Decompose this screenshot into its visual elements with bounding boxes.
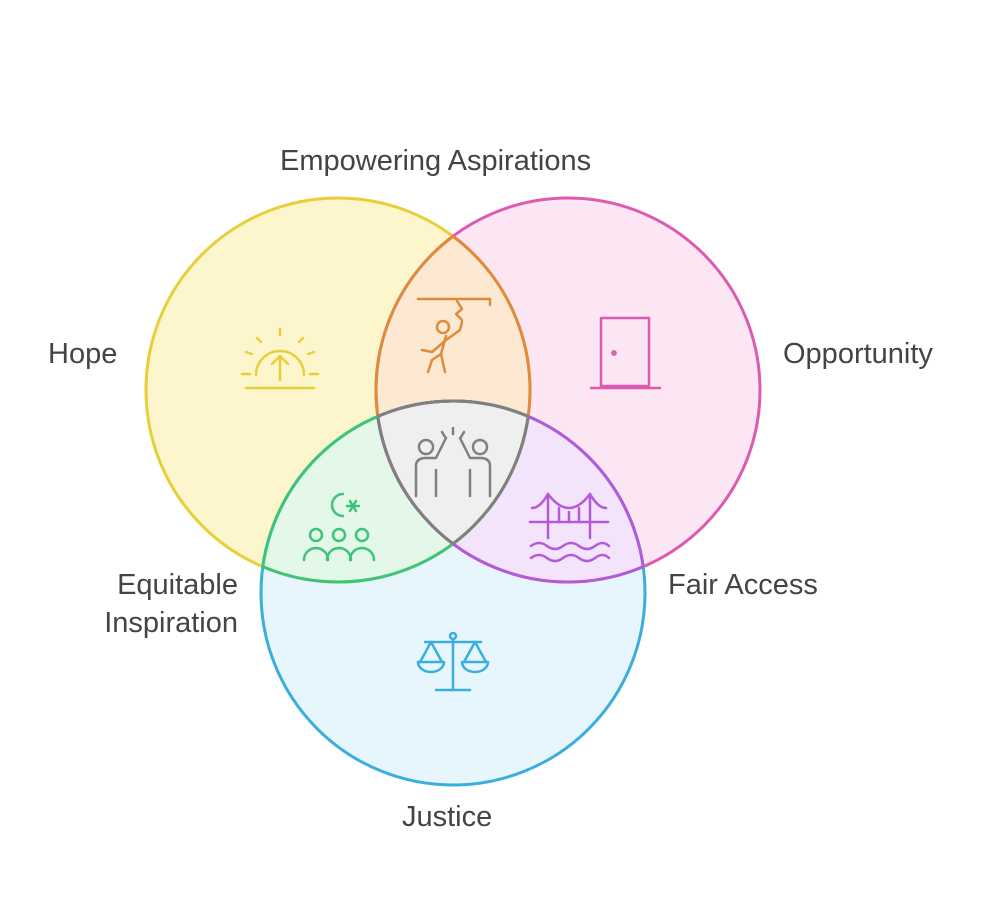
community-icon <box>302 492 376 562</box>
label-fair-access: Fair Access <box>668 569 818 601</box>
label-equitable-inspiration: Equitable Inspiration <box>88 566 238 642</box>
region-equitable-inspiration <box>261 401 530 582</box>
arc-ho-from-opportunity <box>374 198 530 582</box>
arc-hj-from-hope <box>261 401 532 584</box>
climber-icon <box>416 297 492 374</box>
label-hope: Hope <box>48 338 118 370</box>
arc-oj-from-opportunity <box>374 401 645 584</box>
arc-center-justice <box>376 399 530 582</box>
scales-icon <box>416 631 490 692</box>
label-justice: Justice <box>402 801 493 833</box>
door-icon <box>589 316 662 390</box>
label-equitable-line-2: Inspiration <box>104 607 238 639</box>
label-empowering-aspirations: Empowering Aspirations <box>280 145 592 177</box>
label-equitable-line-1: Equitable <box>117 569 238 601</box>
high-five-icon <box>414 426 492 498</box>
sunrise-icon <box>240 327 320 390</box>
arc-ho-from-hope <box>376 198 532 582</box>
label-opportunity: Opportunity <box>783 338 933 370</box>
bridge-icon <box>528 492 611 563</box>
